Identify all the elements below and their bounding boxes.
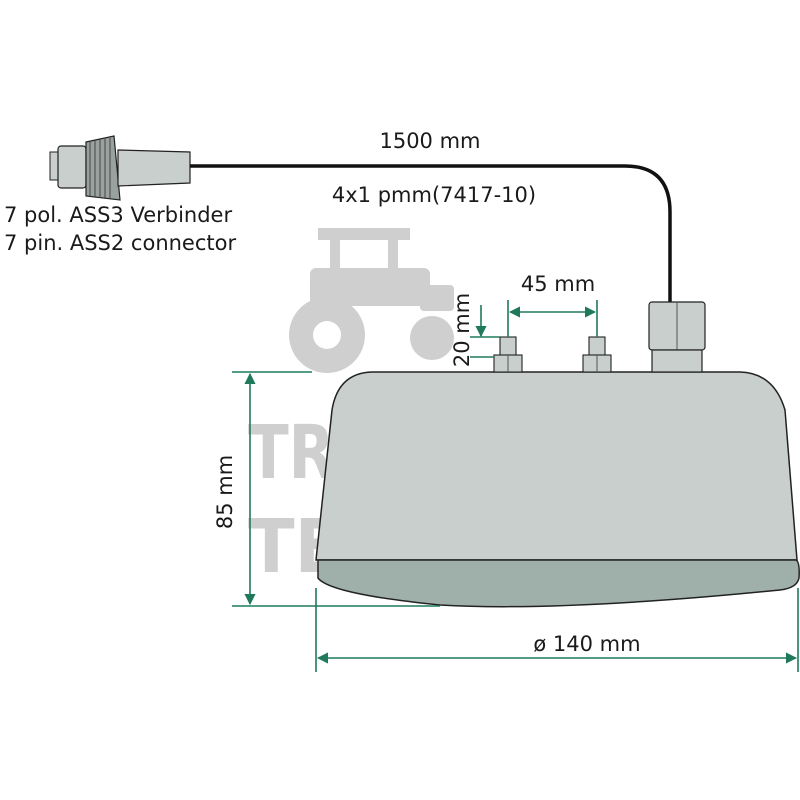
cable (190, 164, 672, 302)
dimension-lines (232, 300, 799, 672)
connector-label-en: 7 pin. ASS2 connector (4, 231, 236, 255)
connector-label-de: 7 pol. ASS3 Verbinder (4, 203, 232, 227)
connector-nose (57, 145, 87, 189)
stud-height-label: 20 mm (450, 293, 474, 367)
connector-knurled-ring (85, 135, 121, 201)
stud-spacing-label: 45 mm (521, 272, 595, 296)
cable-gland-base (651, 349, 703, 373)
connector-body (117, 149, 191, 187)
cable-length-label: 1500 mm (379, 129, 480, 153)
housing-body (315, 371, 798, 561)
lamp-housing (315, 301, 800, 608)
lens-cap (317, 559, 800, 608)
cable-spec-label: 4x1 pmm(7417-10) (332, 183, 536, 207)
connector-plug (49, 135, 191, 201)
tractor-icon (289, 228, 454, 373)
diameter-label: ø 140 mm (533, 632, 640, 656)
mounting-stud-right (582, 336, 612, 373)
mounting-stud-left (493, 336, 523, 373)
connector-pin-end (49, 151, 59, 181)
height-label: 85 mm (213, 455, 237, 529)
